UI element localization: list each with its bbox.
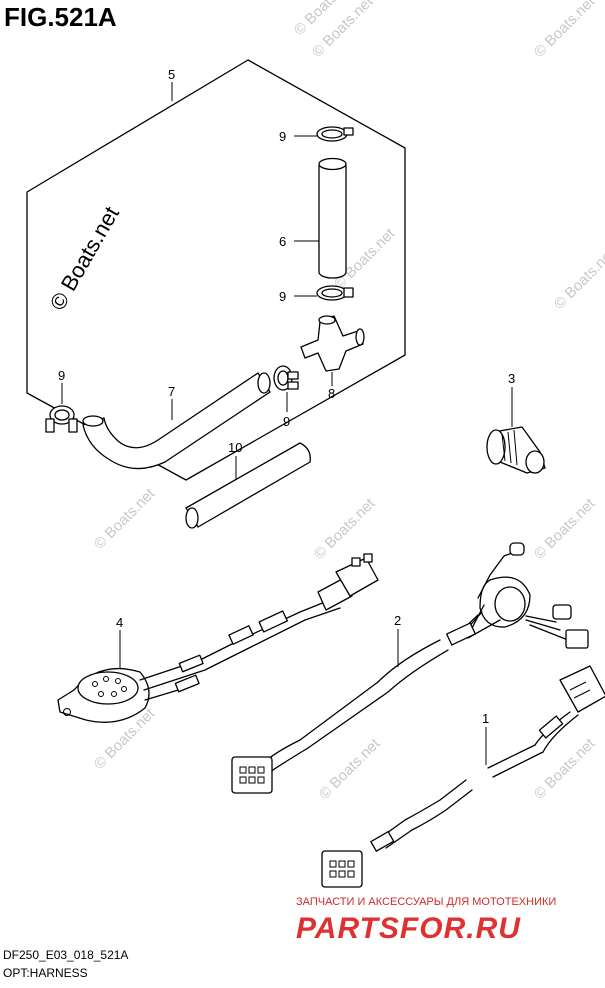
figure-title: FIG.521A	[4, 2, 117, 32]
clamp-9-mid	[316, 285, 354, 301]
brand-name: PARTSFOR.RU	[296, 912, 521, 945]
watermark-text: © Boats.net	[91, 485, 159, 553]
hose-7	[82, 372, 271, 470]
callout-5: 5	[168, 67, 175, 82]
callout-1: 1	[482, 711, 489, 726]
watermark-text: © Boats.net	[531, 0, 599, 61]
callout-9: 9	[279, 129, 286, 144]
plug-3	[486, 426, 546, 474]
clamp-9-left	[45, 405, 78, 433]
callout-8: 8	[328, 386, 335, 401]
figure-caption: OPT:HARNESS	[3, 966, 88, 980]
callout-6: 6	[279, 234, 286, 249]
callout-2: 2	[394, 613, 401, 628]
watermark-text: © Boats.net	[531, 495, 599, 563]
hose-10	[185, 442, 311, 529]
callout-10: 10	[228, 440, 242, 455]
hose-6	[318, 157, 347, 279]
clamp-9-right	[273, 365, 299, 391]
t-joint-8	[300, 315, 365, 372]
callout-9: 9	[283, 414, 290, 429]
callout-9: 9	[58, 368, 65, 383]
watermark-text: © Boats.net	[316, 735, 384, 803]
brand-logo: ЗАПЧАСТИ И АКСЕССУАРЫ ДЛЯ МОТОТЕХНИКИ PA…	[296, 896, 556, 945]
callout-7: 7	[168, 384, 175, 399]
group-box	[26, 59, 406, 481]
harness-2	[231, 542, 589, 794]
watermark-main: © Boats.net	[45, 202, 124, 314]
callout-labels: 5 9 6 9 9 7 8 9 10 3 4 2 1	[58, 67, 515, 726]
harness-4	[57, 553, 379, 723]
callout-3: 3	[508, 371, 515, 386]
watermark-text: © Boats.net	[551, 245, 605, 313]
callout-4: 4	[116, 615, 123, 630]
watermark-text: © Boats.net	[531, 735, 599, 803]
brand-tagline: ЗАПЧАСТИ И АКСЕССУАРЫ ДЛЯ МОТОТЕХНИКИ	[296, 896, 556, 908]
harness-1	[321, 665, 605, 888]
model-code: DF250_E03_018_521A	[3, 948, 129, 962]
watermark-text: © Boats.net	[311, 495, 379, 563]
clamp-9-top	[316, 126, 354, 142]
callout-9: 9	[279, 289, 286, 304]
